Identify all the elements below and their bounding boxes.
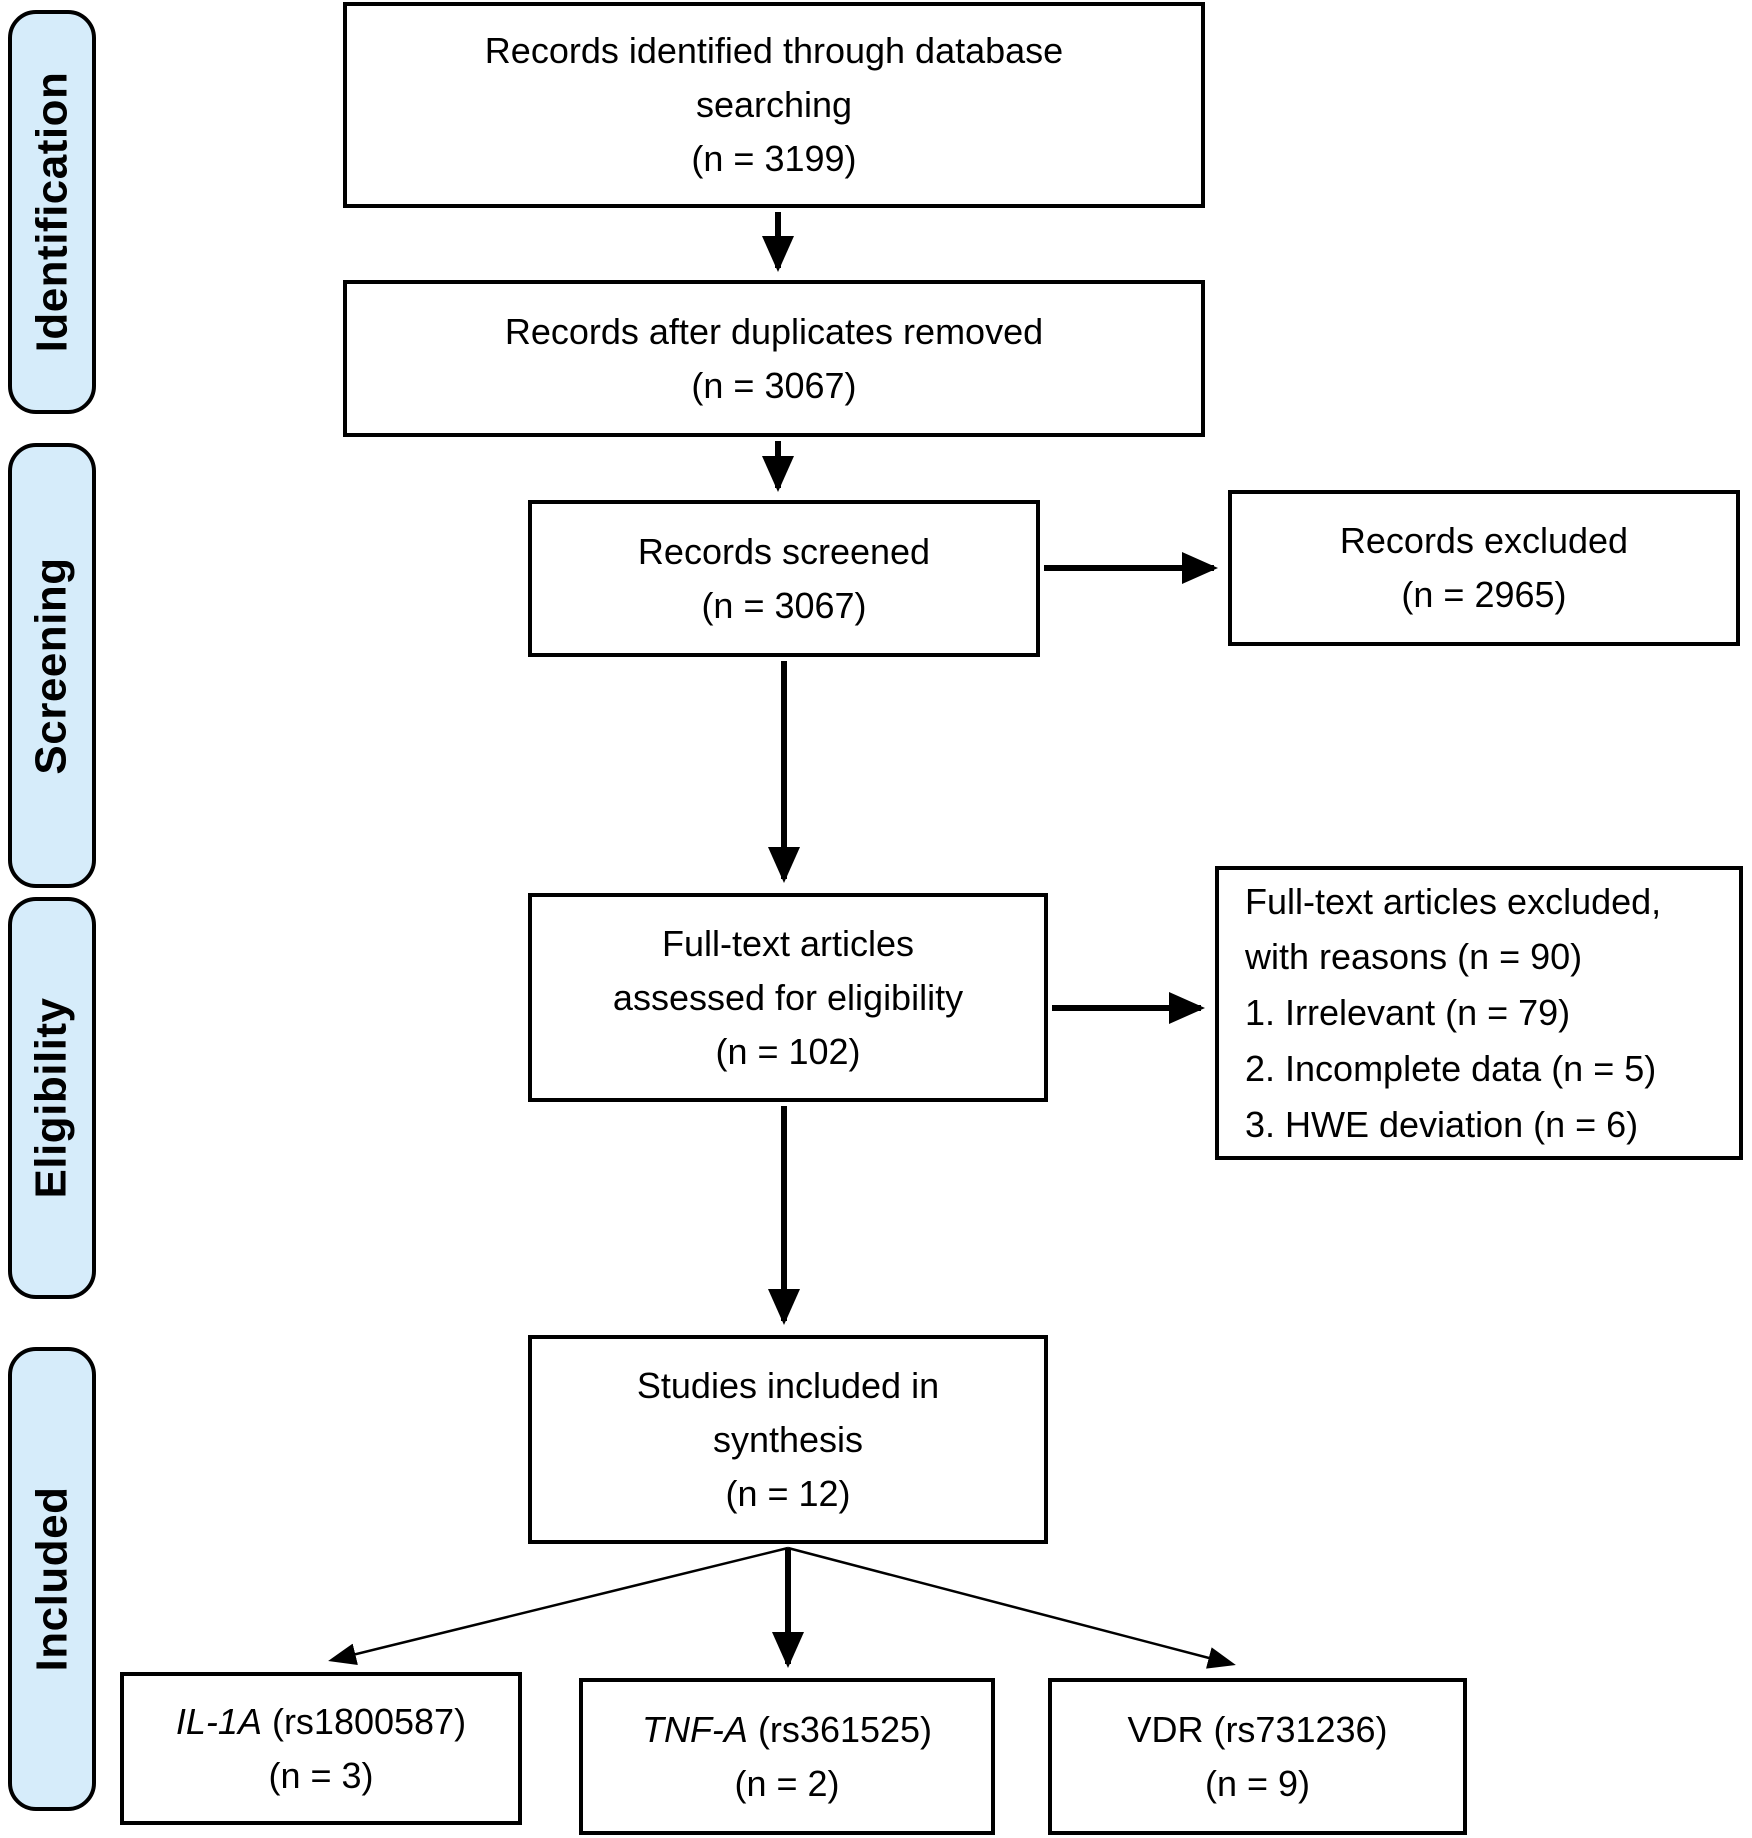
gene-vdr-line1: VDR (rs731236) [1127, 1703, 1387, 1757]
gene-tnfa-count: (n = 2) [734, 1762, 840, 1804]
stage-screening: Screening [8, 443, 96, 888]
box-records-excluded: Records excluded (n = 2965) [1228, 490, 1740, 646]
box-duplicates-removed: Records after duplicates removed (n = 30… [343, 280, 1205, 437]
gene-il1a-name: IL-1A [175, 1700, 262, 1742]
gene-il1a-count: (n = 3) [268, 1754, 374, 1796]
gene-tnfa-name: TNF-A [641, 1708, 748, 1750]
arrow-synthesis-to-vdr [787, 1546, 1236, 1669]
gene-tnfa-rs: (rs361525) [747, 1708, 933, 1750]
box-fulltext-excluded-reasons: Full-text articles excluded, with reason… [1215, 866, 1743, 1160]
gene-vdr-count: (n = 9) [1204, 1762, 1311, 1804]
box-gene-il1a: IL-1A (rs1800587) (n = 3) [120, 1672, 522, 1825]
box-records-screened: Records screened (n = 3067) [528, 500, 1040, 657]
box-gene-vdr: VDR (rs731236) (n = 9) [1048, 1678, 1467, 1835]
gene-vdr-name: VDR [1127, 1708, 1204, 1750]
gene-il1a-line1: IL-1A (rs1800587) [176, 1695, 466, 1749]
stage-included-label: Included [27, 1486, 76, 1672]
box-studies-included: Studies included in synthesis (n = 12) [528, 1335, 1048, 1544]
stage-eligibility-label: Eligibility [27, 997, 77, 1199]
stage-identification: Identification [8, 10, 96, 414]
stage-identification-label: Identification [27, 71, 76, 353]
box-gene-tnfa: TNF-A (rs361525) (n = 2) [579, 1678, 995, 1835]
arrow-synthesis-to-il1a [328, 1546, 789, 1665]
stage-eligibility: Eligibility [8, 897, 96, 1299]
gene-il1a-rs: (rs1800587) [261, 1700, 467, 1742]
box-fulltext-assessed: Full-text articles assessed for eligibil… [528, 893, 1048, 1102]
box-records-identified: Records identified through database sear… [343, 2, 1205, 208]
gene-tnfa-line1: TNF-A (rs361525) [642, 1703, 932, 1757]
gene-vdr-rs: (rs731236) [1203, 1708, 1388, 1750]
stage-included: Included [8, 1347, 96, 1811]
stage-screening-label: Screening [27, 556, 76, 775]
